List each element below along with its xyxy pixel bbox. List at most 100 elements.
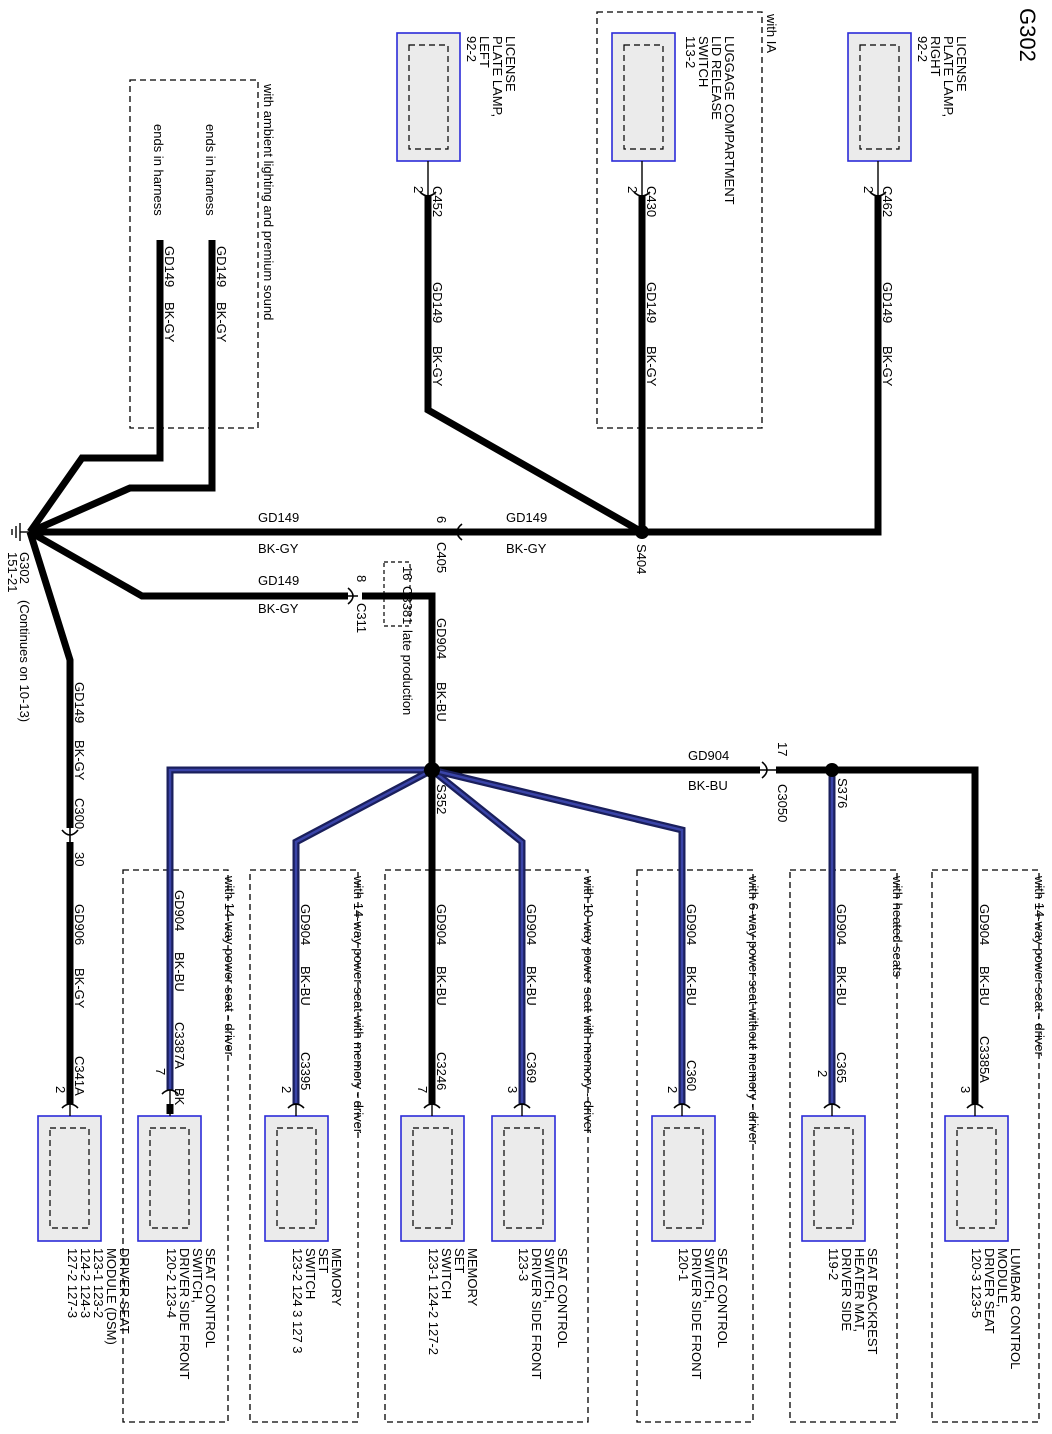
left-lamp-line-4: 92-2: [464, 36, 479, 62]
svg-text:127-2 127-3: 127-2 127-3: [65, 1248, 80, 1318]
svg-text:MODULE (DSM): MODULE (DSM): [104, 1248, 119, 1345]
c3050-pin: 17: [775, 742, 790, 756]
luggage-line-4: 113-2: [683, 36, 698, 68]
c365-pin: 2: [815, 1070, 830, 1077]
c300-wire-color: BK-GY: [72, 740, 87, 781]
svg-text:SEAT BACKREST: SEAT BACKREST: [865, 1248, 880, 1354]
group-box-14way-memory: [249, 869, 359, 1423]
svg-text:MEMORY: MEMORY: [465, 1248, 480, 1307]
dsm-pin: 2: [53, 1086, 68, 1093]
ambient-wire-2-color: BK-GY: [162, 302, 177, 343]
group-box-lumbar: [931, 869, 1040, 1423]
svg-text:MEMORY: MEMORY: [329, 1248, 344, 1307]
svg-text:DRIVER SIDE FRONT: DRIVER SIDE FRONT: [529, 1248, 544, 1380]
bottom-component-boxes: [37, 1089, 1009, 1242]
ambient-wire-2-id: GD149: [162, 246, 177, 287]
s404-wire-color: BK-GY: [506, 541, 547, 556]
main-wire-color: BK-GY: [258, 541, 299, 556]
wire-ambient-1: [27, 240, 164, 535]
svg-text:SWITCH: SWITCH: [439, 1248, 454, 1299]
c369-pin: 3: [505, 1086, 520, 1093]
c3395-wire-color: BK-BU: [298, 966, 313, 1006]
c360-wire-color: BK-BU: [684, 966, 699, 1006]
svg-text:SWITCH: SWITCH: [303, 1248, 318, 1299]
left-lamp-conn: C452: [430, 186, 445, 217]
svg-text:124-2 124-3: 124-2 124-3: [78, 1248, 93, 1318]
group-box-10way-memory: [384, 869, 589, 1423]
luggage-pin: 2: [625, 186, 640, 193]
right-lamp-line-2: PLATE LAMP,: [941, 36, 956, 117]
svg-text:123-3: 123-3: [516, 1248, 531, 1281]
svg-text:SEAT CONTROL: SEAT CONTROL: [555, 1248, 570, 1348]
ia-group-title: with IA: [764, 13, 779, 53]
splice-s352-dot: [424, 762, 440, 778]
left-lamp-wire-id: GD149: [430, 282, 445, 323]
s404-name: S404: [634, 544, 649, 574]
c3381-name: C3381: [400, 586, 415, 624]
c360-pin: 2: [665, 1086, 680, 1093]
ambient-group-box: [129, 79, 259, 429]
c300-pin: 30: [72, 852, 87, 866]
svg-text:DRIVER SIDE FRONT: DRIVER SIDE FRONT: [177, 1248, 192, 1380]
c3050-wire-id: GD904: [688, 748, 729, 763]
svg-text:SWITCH,: SWITCH,: [190, 1248, 205, 1303]
splice-s404-dot: [635, 525, 649, 539]
group-title-6way: with 6-way power seat without memory - d…: [746, 875, 761, 1145]
c311-name: C311: [354, 603, 369, 633]
group-box-heated: [789, 869, 898, 1423]
svg-text:123-1 124-2 127-2: 123-1 124-2 127-2: [426, 1248, 441, 1355]
left-lamp-line-2: PLATE LAMP,: [490, 36, 505, 117]
left-lamp-line-1: LICENSE: [503, 36, 518, 92]
luggage-line-1: LUGGAGE COMPARTMENT: [722, 36, 737, 205]
lumbar-label: LUMBAR CONTROL MODULE, DRIVER SEAT 120-3…: [969, 1248, 1023, 1369]
ground-icon: [11, 523, 30, 541]
c365-wire-id: GD904: [834, 904, 849, 945]
wire-c3050-lumbar: [776, 766, 979, 1104]
c3246-conn: C3246: [434, 1052, 449, 1090]
svg-text:SEAT CONTROL: SEAT CONTROL: [715, 1248, 730, 1348]
c3381-note: late production: [400, 630, 415, 715]
c3246-wire-id: GD904: [434, 904, 449, 945]
left-lamp-wire-color: BK-GY: [430, 346, 445, 387]
right-lamp-wire-id: GD149: [880, 282, 895, 323]
c300-wire-id: GD149: [72, 682, 87, 723]
ground-note: (Continues on 10-13): [17, 600, 32, 722]
c3385a-pin: 3: [958, 1086, 973, 1093]
svg-text:DRIVER SIDE FRONT: DRIVER SIDE FRONT: [689, 1248, 704, 1380]
svg-text:DRIVER SIDE: DRIVER SIDE: [839, 1248, 854, 1331]
dsm-conn: C341A: [72, 1056, 87, 1096]
c3387a-wire-color: BK-BU: [172, 952, 187, 992]
svg-text:DRIVER SEAT: DRIVER SEAT: [117, 1248, 132, 1334]
svg-text:DRIVER SEAT: DRIVER SEAT: [982, 1248, 997, 1334]
group-title-14way-memory: with 14-way power seat with memory - dri…: [351, 875, 366, 1134]
right-lamp-line-3: RIGHT: [928, 36, 943, 77]
ia-group-box: [596, 11, 763, 429]
seat-control-10way-label: SEAT CONTROL SWITCH, DRIVER SIDE FRONT 1…: [516, 1248, 570, 1380]
c3387a-pin: 7: [153, 1068, 168, 1075]
c3050-wire-color: BK-BU: [688, 778, 728, 793]
c360-conn: C360: [684, 1060, 699, 1091]
c369-wire-id: GD904: [524, 904, 539, 945]
c3387a-conn: C3387A: [172, 1022, 187, 1069]
ambient-end-2: ends in harness: [151, 124, 166, 216]
c365-conn: C365: [834, 1052, 849, 1083]
c3395-wire-id: GD904: [298, 904, 313, 945]
group-title-heated: with heated seats: [890, 875, 905, 978]
svg-text:SEAT CONTROL: SEAT CONTROL: [203, 1248, 218, 1348]
c311-pin: 8: [354, 575, 369, 582]
c3246-wire-color: BK-BU: [434, 966, 449, 1006]
c3387a-bk: BK: [172, 1088, 187, 1106]
memory-set-14way-label: MEMORY SET SWITCH 123-2 124 3 127 3: [290, 1248, 344, 1354]
luggage-line-2: LID RELEASE: [709, 36, 724, 120]
c3385a-conn: C3385A: [977, 1036, 992, 1083]
left-lamp-line-3: LEFT: [477, 36, 492, 68]
luggage-conn: C430: [644, 186, 659, 217]
right-lamp-line-4: 92-2: [915, 36, 930, 62]
svg-text:SWITCH,: SWITCH,: [702, 1248, 717, 1303]
c311-s352-wire-color: BK-BU: [434, 682, 449, 722]
svg-text:123-1 123-2: 123-1 123-2: [91, 1248, 106, 1318]
c3395-pin: 2: [279, 1086, 294, 1093]
left-lamp-pin: 2: [411, 186, 426, 193]
svg-text:123-2 124 3 127 3: 123-2 124 3 127 3: [290, 1248, 305, 1354]
